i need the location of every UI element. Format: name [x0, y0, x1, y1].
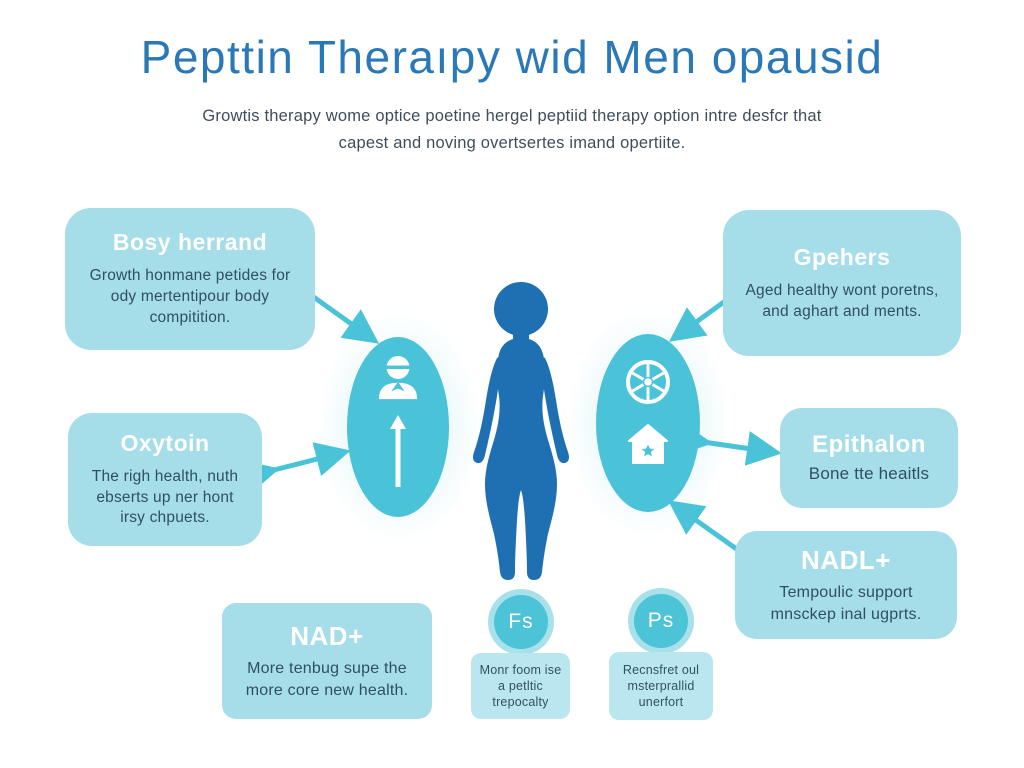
up-arrow-icon	[390, 415, 406, 487]
ps-caption-box: Recnsfret oul msterprallid unerfort	[609, 652, 713, 720]
fs-caption-text: Monr foom ise a petltic trepocalty	[479, 662, 562, 710]
gpehers-box-title: Gpehers	[793, 243, 891, 270]
nadl-box-body: Tempoulic support mnsckep inal ugprts.	[770, 583, 922, 623]
fs-circle: Fs	[494, 595, 548, 649]
oxytoin-box-title: Oxytoin	[120, 429, 210, 456]
gpehers-box: Gpehers Aged healthy wont poretns, and a…	[723, 210, 961, 356]
arrow-oxytoin-left-oval	[241, 442, 351, 495]
arrow-herrand-to-left-oval	[306, 290, 380, 344]
herrand-box-title: Bosy herrand	[112, 229, 268, 256]
woman-silhouette-icon	[473, 282, 569, 580]
nad-box-title: NAD+	[290, 620, 364, 651]
page-subtitle: Growtis therapy wome optice poetine herg…	[0, 103, 1024, 157]
subtitle-line-2: capest and noving overtsertes imand oper…	[338, 134, 686, 153]
wheel-icon	[626, 360, 670, 404]
epithalon-box: Epithalon Bone tte heaitls	[780, 408, 958, 508]
person-bust-icon	[378, 355, 418, 400]
left-oval	[347, 337, 449, 517]
right-oval	[596, 334, 700, 512]
epithalon-box-title: Epithalon	[812, 430, 926, 458]
gpehers-box-body: Aged healthy wont poretns, and aghart an…	[745, 281, 939, 320]
house-star-icon	[628, 424, 668, 464]
oxytoin-box: Oxytoin The righ health, nuth ebserts up…	[68, 413, 262, 546]
arrow-gpehers-to-right-oval	[668, 296, 730, 342]
herrand-box: Bosy herrand Growth honmane petides for …	[65, 208, 315, 350]
nadl-box-title: NADL+	[801, 544, 891, 575]
ps-circle-label: Ps	[647, 609, 675, 632]
arrow-oval-epithalon	[675, 421, 782, 466]
page-title: Pepttin Theraıpy wid Men opausid	[140, 31, 884, 83]
herrand-box-body: Growth honmane petides for ody mertentip…	[89, 267, 291, 326]
epithalon-box-body: Bone tte heaitls	[808, 463, 930, 483]
fs-circle-label: Fs	[508, 610, 534, 633]
ps-circle: Ps	[634, 594, 688, 648]
fs-caption-box: Monr foom ise a petltic trepocalty	[471, 653, 570, 719]
nadl-box: NADL+ Tempoulic support mnsckep inal ugp…	[735, 531, 957, 639]
nad-box-body: More tenbug supe the more core new healt…	[245, 659, 409, 699]
oxytoin-box-body: The righ health, nuth ebserts up ner hon…	[91, 467, 239, 527]
nad-box: NAD+ More tenbug supe the more core new …	[222, 603, 432, 719]
subtitle-line-1: Growtis therapy wome optice poetine herg…	[202, 107, 822, 125]
ps-caption-text: Recnsfret oul msterprallid unerfort	[622, 662, 700, 710]
